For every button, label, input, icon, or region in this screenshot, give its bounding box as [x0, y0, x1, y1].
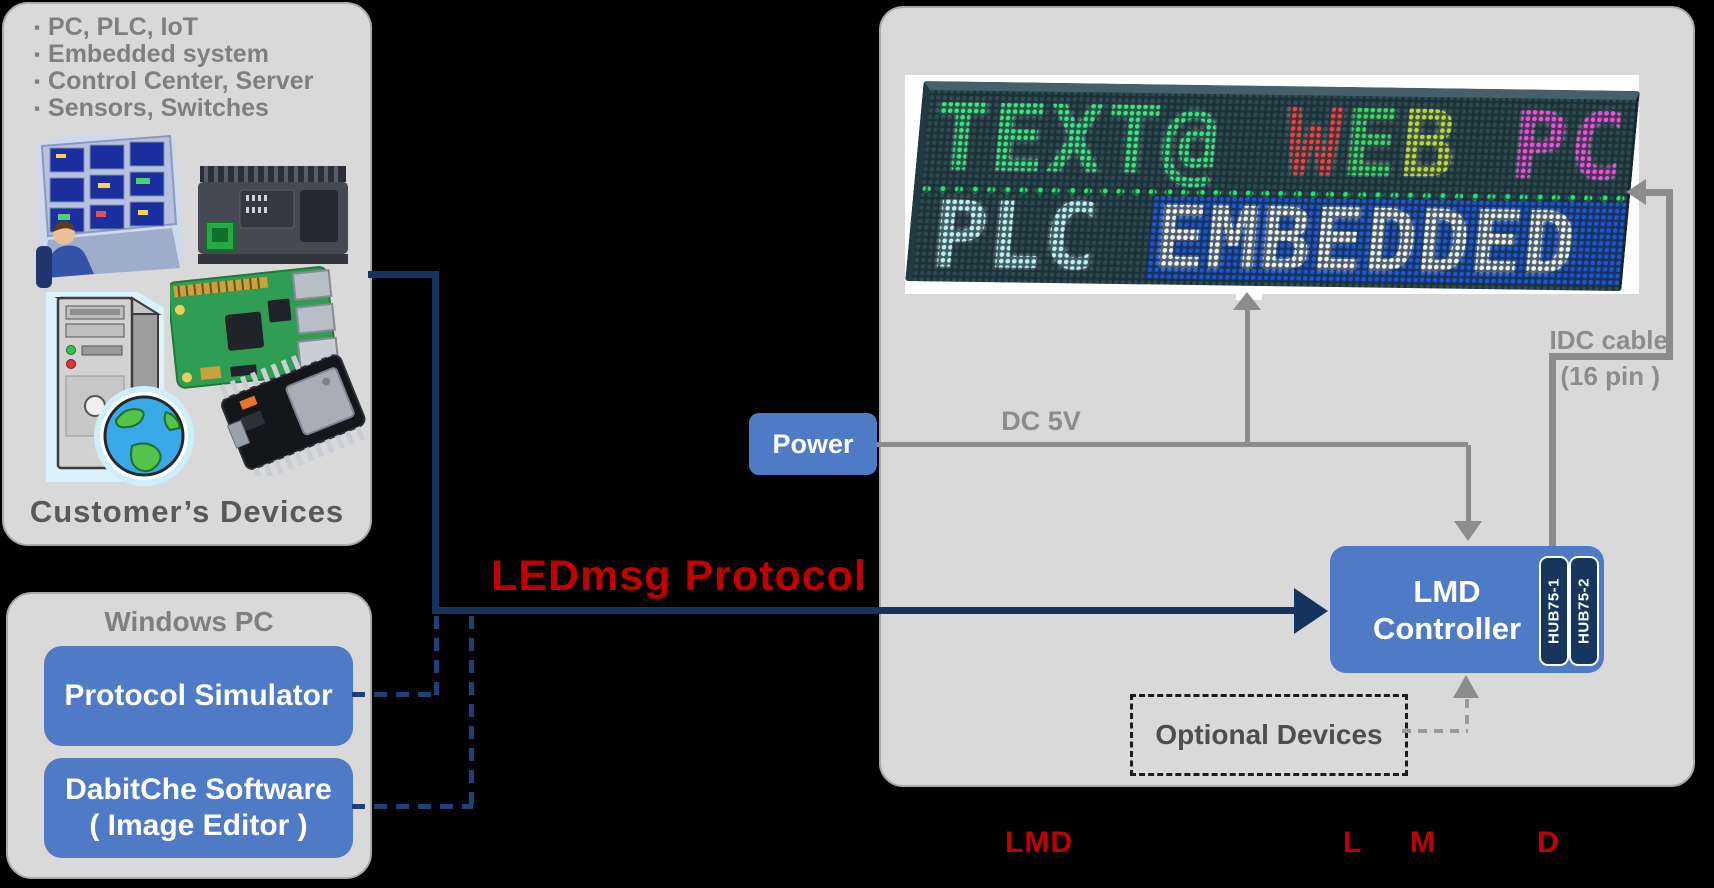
dabitche-software-node: DabitChe Software ( Image Editor ) — [44, 758, 353, 858]
idc-cable-horizontal — [1549, 353, 1673, 360]
optional-devices-node: Optional Devices — [1130, 694, 1408, 776]
dc5v-label: DC 5V — [1001, 406, 1081, 436]
idc-cable-vertical-upper — [1666, 189, 1673, 360]
idc-cable-horizontal-top — [1645, 189, 1673, 196]
bullet-item: Control Center, Server — [34, 68, 313, 95]
pc-server-globe-illustration — [46, 292, 194, 486]
hub75-2-port: HUB75-2 — [1569, 556, 1599, 666]
bullet-item: Sensors, Switches — [34, 95, 313, 122]
dashed-line-dabitche-vertical — [469, 616, 474, 808]
optional-devices-label: Optional Devices — [1155, 719, 1383, 750]
dabitche-label-line1: DabitChe Software — [65, 773, 332, 806]
led-matrix-sign: TEXT@ W E B PC PLC EMBEDDED — [905, 81, 1640, 291]
led-display-photo: TEXT@ W E B PC PLC EMBEDDED — [905, 75, 1640, 294]
idc-pin-label: (16 pin ) — [1560, 361, 1660, 391]
led-text-segment: PC — [1506, 92, 1632, 195]
dabitche-label-line2: ( Image Editor ) — [89, 809, 308, 842]
bullet-item: PC, PLC, IoT — [34, 14, 313, 41]
customer-devices-box: PC, PLC, IoT Embedded system Control Cen… — [2, 2, 372, 546]
idc-cable-vertical-lower — [1549, 356, 1556, 557]
idc-cable-label: IDC cable — [1549, 325, 1669, 355]
raspberry-pi-illustration — [170, 266, 340, 389]
optional-connector-horizontal — [1402, 729, 1468, 733]
footer-letter-l: L — [1343, 826, 1362, 859]
idc-arrow-left-icon — [1626, 179, 1646, 205]
led-text-segment: W — [1281, 90, 1349, 195]
bullet-item: Embedded system — [34, 41, 313, 68]
footer-letter-d: D — [1537, 826, 1559, 859]
power-node: Power — [749, 413, 877, 475]
lmd-controller-line1: LMD — [1413, 573, 1481, 609]
ledmsg-protocol-label: LEDmsg Protocol — [491, 552, 867, 600]
led-text-segment: TEXT@ — [928, 90, 1226, 195]
ledmsg-line-from-devices — [368, 271, 438, 278]
ledmsg-line-vertical — [432, 271, 439, 614]
optional-arrow-up-icon — [1453, 675, 1479, 698]
led-text-segment: B — [1395, 90, 1463, 195]
dashed-line-dabitche-horizontal — [352, 804, 473, 809]
dc5v-wire-horizontal — [877, 442, 1468, 447]
led-text-segment: E — [1338, 90, 1406, 195]
dc5v-arrow-up-icon — [1233, 292, 1261, 310]
power-label: Power — [772, 428, 854, 459]
windows-pc-box: Windows PC Protocol Simulator DabitChe S… — [6, 592, 372, 879]
dc5v-wire-to-display — [1245, 306, 1250, 444]
dashed-line-simulator-vertical — [434, 616, 439, 698]
lmd-controller-line2: Controller — [1372, 610, 1522, 646]
led-text-segment: PLC — [927, 193, 1104, 286]
led-text-segment: EMBEDDED — [1146, 196, 1627, 286]
device-bullet-list: PC, PLC, IoT Embedded system Control Cen… — [34, 14, 313, 122]
customer-devices-caption: Customer’s Devices — [29, 494, 345, 529]
led-sign-row2: PLC EMBEDDED — [913, 193, 1627, 286]
windows-pc-title: Windows PC — [104, 606, 274, 637]
plc-illustration — [198, 166, 348, 264]
dc5v-arrow-down-icon — [1454, 521, 1482, 541]
ledmsg-line-horizontal — [432, 607, 1295, 614]
led-sign-row1: TEXT@ W E B PC — [921, 90, 1636, 195]
footer-letter-m: M — [1410, 826, 1435, 859]
dashed-line-simulator-horizontal — [352, 692, 438, 697]
footer-letter-lmd: LMD — [1005, 826, 1073, 859]
ledmsg-arrowhead-icon — [1294, 588, 1328, 634]
protocol-simulator-node: Protocol Simulator — [44, 646, 353, 746]
lmd-controller-label: LMD Controller — [1330, 546, 1564, 673]
dc5v-wire-to-controller — [1466, 445, 1471, 523]
control-center-illustration — [36, 133, 184, 288]
protocol-simulator-label: Protocol Simulator — [64, 679, 333, 712]
optional-connector-vertical — [1465, 699, 1469, 731]
hub75-1-port: HUB75-1 — [1539, 556, 1569, 666]
esp32-illustration — [219, 352, 366, 476]
